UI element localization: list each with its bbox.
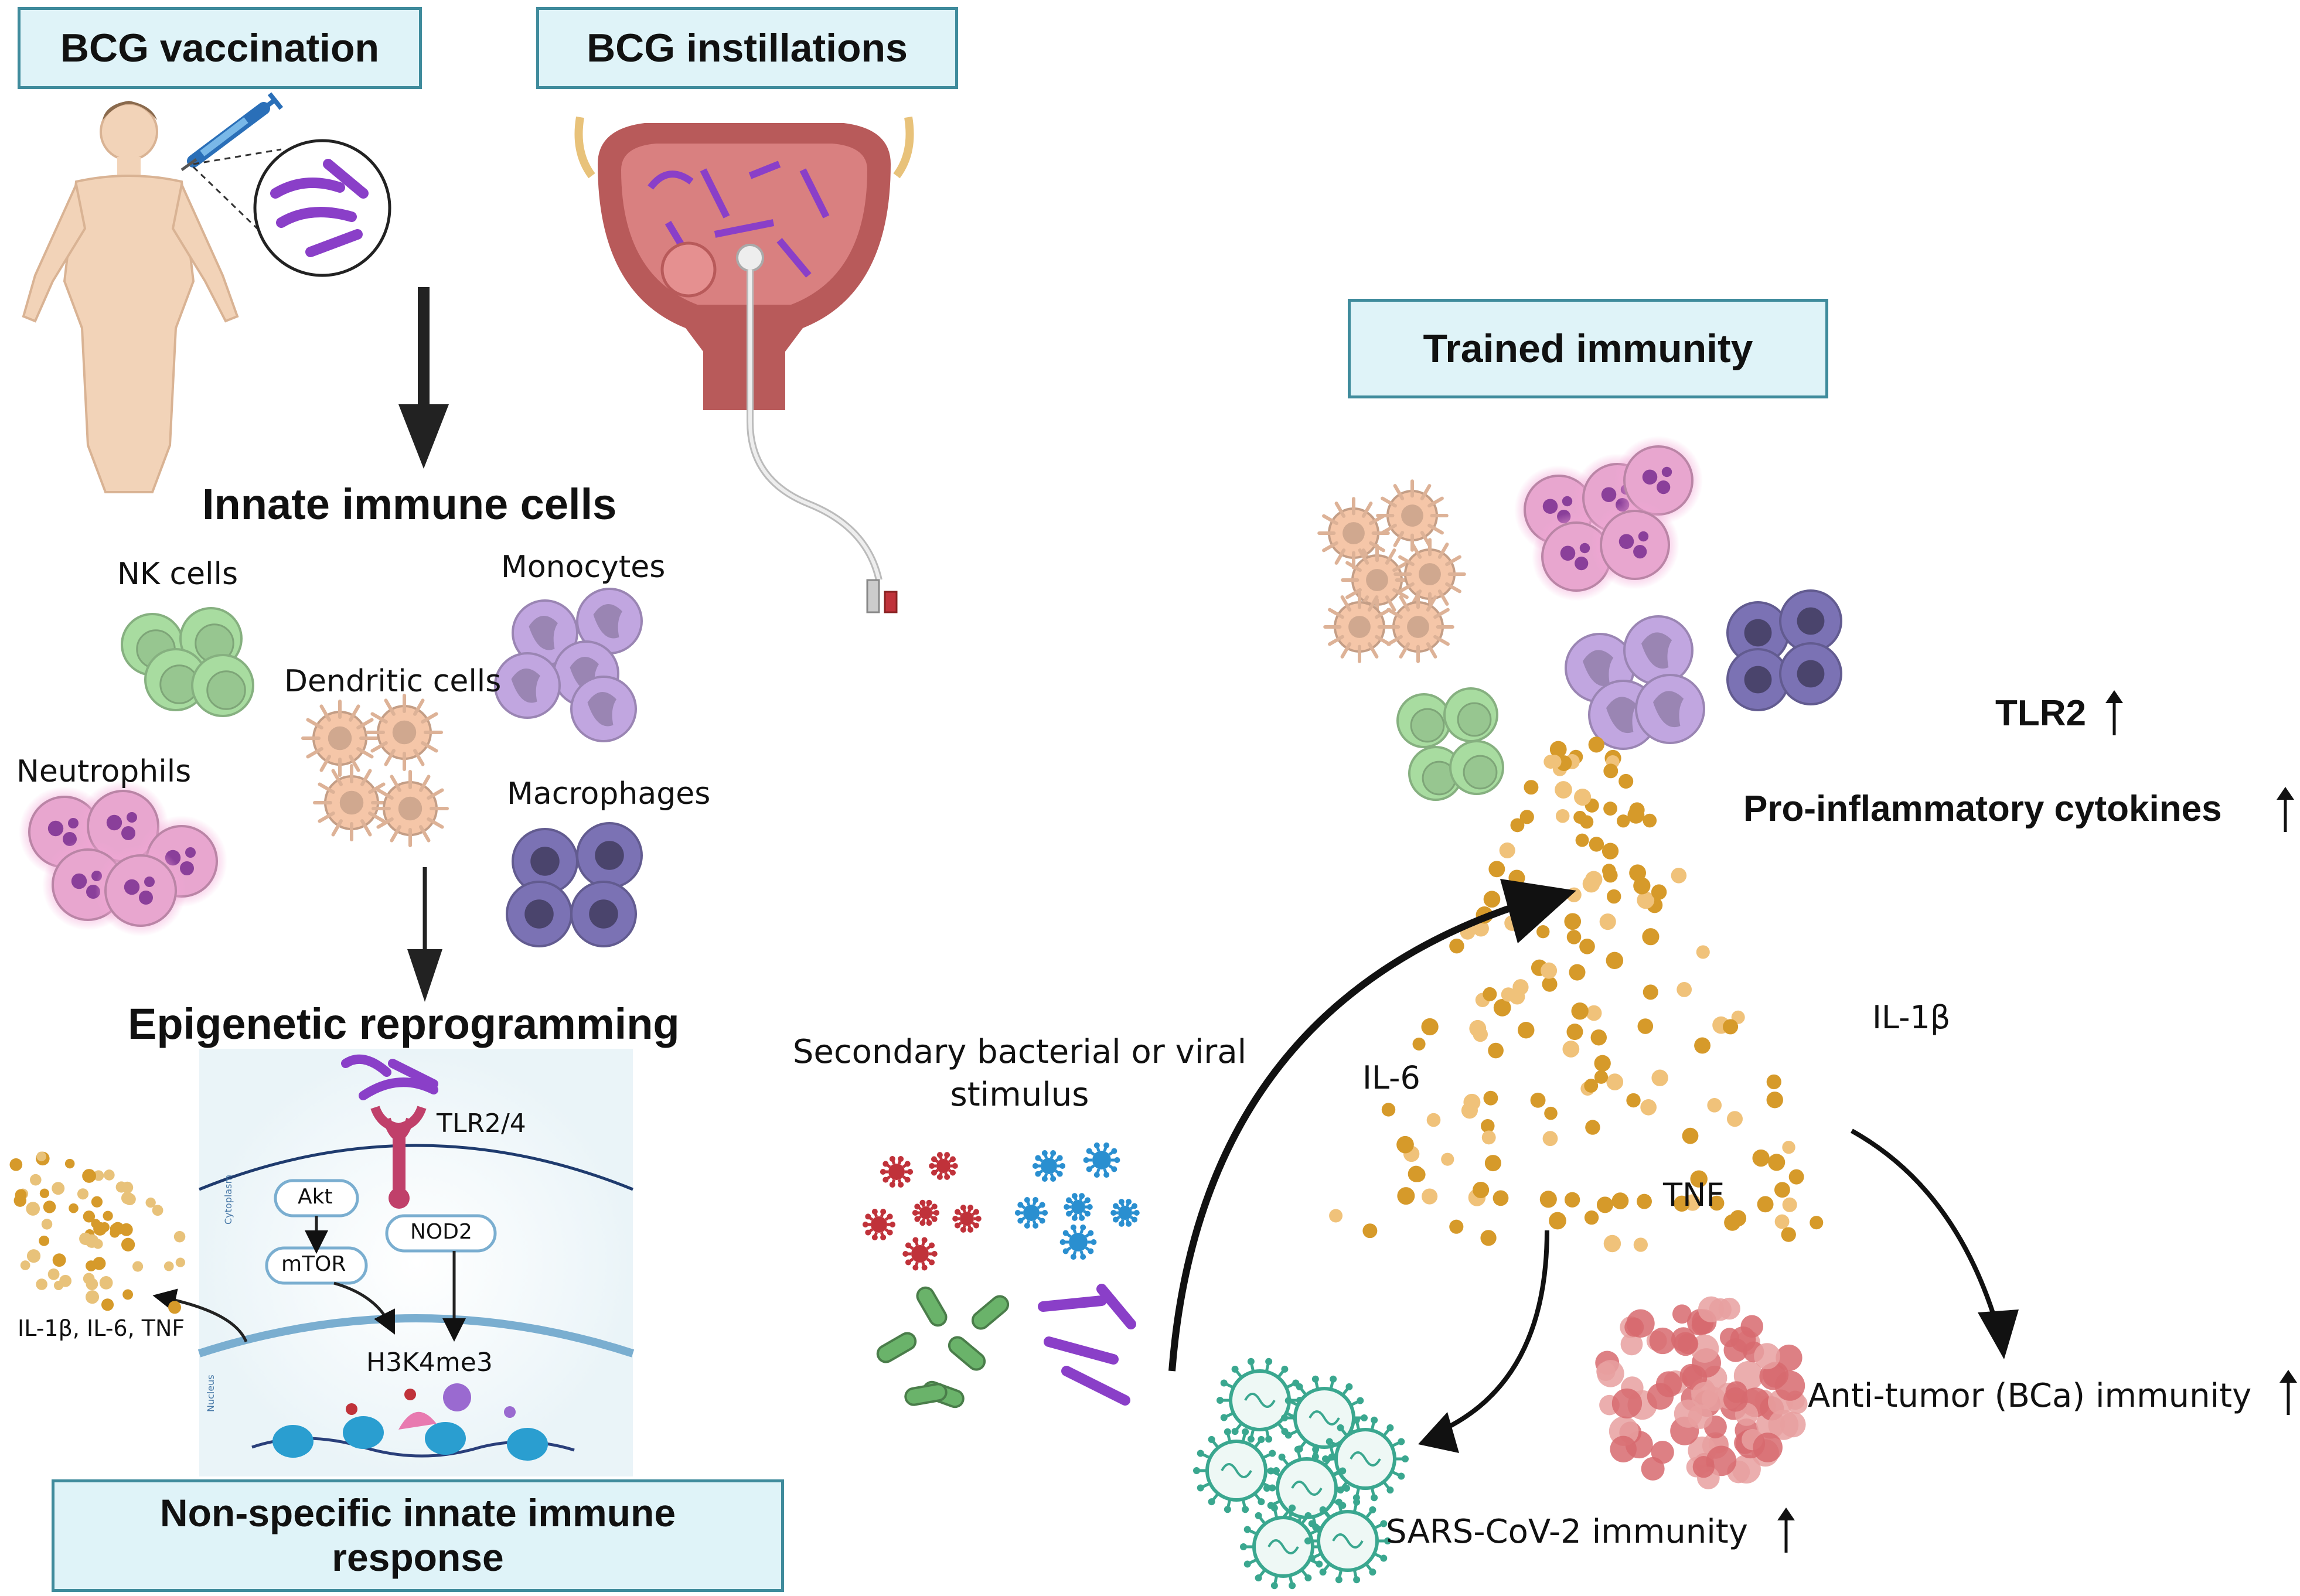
bcg-instillations-box: BCG instillations: [536, 7, 958, 89]
up-arrows: [1777, 690, 2297, 1553]
nod2-label: NOD2: [410, 1220, 472, 1244]
tnf-label: TNF: [1663, 1176, 1725, 1213]
bcg-vaccination-label: BCG vaccination: [60, 26, 380, 70]
tlr-label: TLR2/4: [437, 1109, 526, 1138]
mtor-label: mTOR: [281, 1252, 346, 1276]
nonspecific-response-box: Non-specific innate immune response: [52, 1479, 784, 1592]
cytokine-cloud-icon: [1329, 736, 1824, 1253]
trained-immunity-box: Trained immunity: [1348, 299, 1828, 398]
nk-cells-label: NK cells: [117, 557, 238, 592]
trained-cells-icon: [1317, 436, 1842, 801]
trained-immunity-label: Trained immunity: [1423, 326, 1753, 371]
sarscov2-label: SARS-CoV-2 immunity: [1386, 1513, 1748, 1551]
cytokines-out-label: IL-1β, IL-6, TNF: [18, 1315, 185, 1341]
dendritic-cells-icon: [301, 694, 449, 847]
il1b-label: IL-1β: [1872, 999, 1951, 1036]
arrow-down-small: [407, 867, 442, 1002]
nonspecific-line2: response: [332, 1536, 504, 1579]
cell-membrane: [199, 1144, 633, 1191]
bcg-vaccination-box: BCG vaccination: [18, 7, 422, 89]
pathogens-icon: [862, 1142, 1140, 1409]
epigenetic-reprogramming-heading: Epigenetic reprogramming: [128, 1000, 680, 1048]
bcg-zoom-circle-icon: [192, 139, 391, 277]
stimulus-label: Secondary bacterial or viral stimulus: [779, 1031, 1260, 1117]
monocytes-icon: [494, 588, 643, 742]
arrow-to-sarscov2: [1429, 1230, 1549, 1438]
nuclear-membrane: [197, 1314, 635, 1358]
nucleus-label: Nucleus: [205, 1375, 216, 1412]
innate-immune-cells-heading: Innate immune cells: [202, 480, 617, 528]
tlr2-label: TLR2: [1995, 693, 2086, 734]
tlr-receptor-icon: [370, 1106, 427, 1209]
arrow-to-antitumor: [1851, 1128, 2001, 1331]
monocytes-label: Monocytes: [501, 550, 666, 585]
bladder-icon: [574, 116, 914, 613]
human-figure-icon: [22, 101, 239, 493]
nod2-node: [385, 1214, 497, 1253]
macrophages-icon: [506, 822, 643, 947]
neutrophils-icon: [19, 780, 227, 936]
stimulus-line2: stimulus: [950, 1075, 1089, 1114]
dendritic-cells-label: Dendritic cells: [284, 664, 502, 699]
il6-label: IL-6: [1362, 1059, 1420, 1096]
arrow-stimulus-to-cytokines: [1168, 893, 1548, 1372]
arrow-down-large: [398, 287, 449, 469]
nucleosome-icon: [272, 1383, 548, 1461]
proinflammatory-label: Pro-inflammatory cytokines: [1743, 789, 2222, 829]
cytokines-left-icon: [9, 1151, 186, 1314]
neutrophils-label: Neutrophils: [16, 754, 192, 789]
cytoplasm-label: Cytoplasm: [223, 1174, 234, 1225]
macrophages-label: Macrophages: [507, 776, 711, 811]
nk-cells-icon: [121, 607, 254, 717]
stimulus-line1: Secondary bacterial or viral: [792, 1033, 1247, 1071]
syringe-icon: [180, 92, 284, 172]
h3k4me3-label: H3K4me3: [366, 1348, 493, 1377]
tumor-icon: [1595, 1296, 1808, 1489]
nonspecific-line1: Non-specific innate immune: [159, 1491, 676, 1535]
bcg-instillations-label: BCG instillations: [587, 26, 908, 70]
sarscov2-virus-icon: [1193, 1358, 1409, 1590]
akt-label: Akt: [298, 1185, 333, 1209]
antitumor-label: Anti-tumor (BCa) immunity: [1808, 1377, 2252, 1415]
cell-pathway-panel: [152, 1049, 635, 1476]
